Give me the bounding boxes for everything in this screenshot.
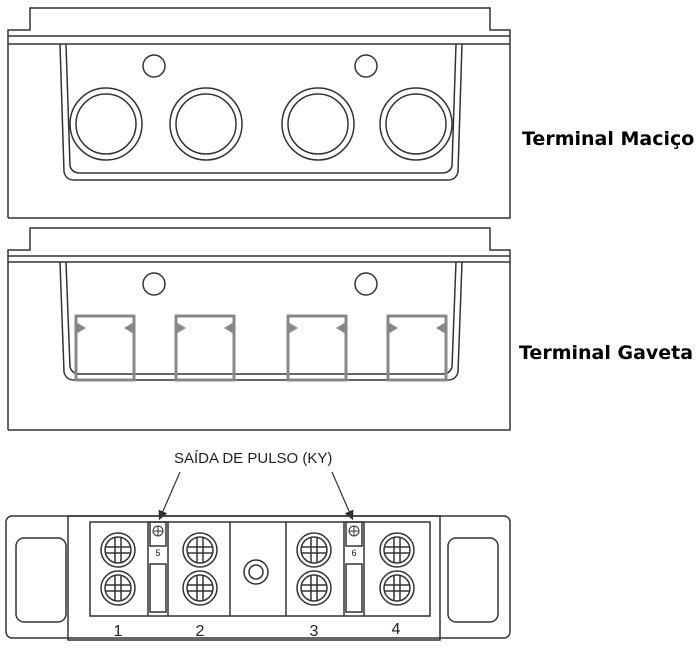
- terminal-number-1: 1: [114, 623, 123, 640]
- terminal-number-3: 3: [310, 623, 319, 640]
- gaveta-slots: [74, 314, 448, 382]
- terminal-macico-cover: [7, 7, 511, 219]
- label-terminal-macico: Terminal Maciço: [522, 128, 695, 150]
- label-terminal-gaveta: Terminal Gaveta: [519, 342, 694, 364]
- macico-holes: [69, 87, 453, 161]
- pulse-arrows: [158, 471, 354, 521]
- pulse-pin-5: 5: [155, 548, 160, 558]
- pulse-pin-screws: [152, 525, 360, 537]
- terminal-screws: [100, 532, 415, 606]
- gaveta-slot-notches: [76, 322, 446, 334]
- terminal-gaveta-cover: [7, 227, 511, 431]
- terminal-block: [5, 515, 511, 641]
- label-pulse-output: SAÍDA DE PULSO (KY): [174, 450, 333, 467]
- terminal-number-2: 2: [196, 623, 205, 640]
- pulse-pin-6: 6: [351, 548, 356, 558]
- terminal-number-4: 4: [392, 621, 401, 638]
